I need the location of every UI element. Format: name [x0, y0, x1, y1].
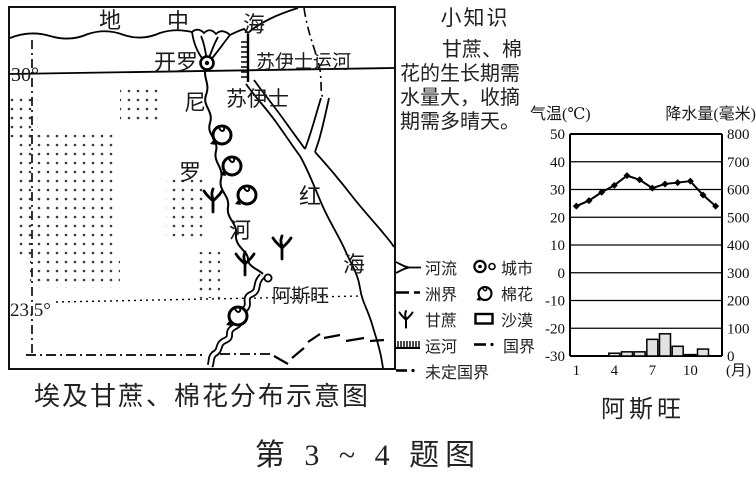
- label-sea-med-3: 海: [243, 12, 265, 37]
- continent-border-icon: [396, 291, 420, 294]
- label-aswan: 阿斯旺: [272, 285, 329, 307]
- svg-text:0: 0: [727, 349, 735, 365]
- svg-text:(月): (月): [726, 363, 751, 379]
- latitude-30-line: [10, 67, 394, 75]
- latitude-23-5-line: [55, 295, 361, 303]
- svg-text:1: 1: [573, 363, 581, 379]
- legend-row: 洲界 棉花: [394, 284, 562, 304]
- label-suez-canal: 苏伊士运河: [256, 51, 351, 73]
- svg-text:700: 700: [727, 155, 750, 171]
- precip-axis-title: 降水量(毫米): [665, 106, 756, 123]
- svg-text:50: 50: [550, 127, 565, 143]
- river-icon: [395, 261, 421, 274]
- svg-text:4: 4: [611, 363, 619, 379]
- label-lat-30: 30°: [11, 64, 39, 86]
- red-sea-coastline: [245, 79, 394, 368]
- label-red-sea-1: 红: [299, 184, 321, 209]
- aswan-city-marker: [263, 273, 273, 283]
- sugarcane-icon: [398, 309, 414, 329]
- note-line: 花的生长期需: [400, 63, 520, 85]
- legend-desert-label: 沙漠: [501, 312, 534, 330]
- label-suez-city: 苏伊士: [226, 87, 289, 111]
- note-line: 甘蔗、棉: [442, 39, 522, 61]
- label-red-sea-2: 海: [343, 252, 365, 277]
- legend-row: 未定国界: [394, 362, 562, 382]
- desert-dot-areas: [10, 88, 220, 298]
- svg-text:-30: -30: [545, 349, 565, 365]
- svg-text:10: 10: [550, 238, 565, 254]
- note-line: 水量大，收摘: [400, 87, 520, 109]
- note-line: 期需多晴天。: [400, 111, 520, 133]
- cotton-icon: [475, 285, 493, 302]
- svg-text:400: 400: [727, 238, 750, 254]
- svg-text:100: 100: [727, 321, 750, 337]
- canal-icon: [396, 341, 420, 349]
- legend-national-border-label: 国界: [503, 338, 536, 356]
- map-legend: 河流 城市 洲界 棉花: [394, 258, 562, 388]
- svg-text:300: 300: [727, 266, 750, 282]
- legend-sugarcane-label: 甘蔗: [425, 312, 458, 330]
- svg-text:30: 30: [550, 183, 565, 199]
- label-sea-med-1: 地: [99, 8, 121, 33]
- legend-row: 河流 城市: [394, 258, 562, 278]
- legend-undefined-border-label: 未定国界: [425, 364, 490, 382]
- svg-text:7: 7: [649, 363, 657, 379]
- label-sea-med-2: 中: [167, 9, 189, 34]
- legend-cotton-label: 棉花: [501, 286, 534, 304]
- temp-axis-title: 气温(℃): [530, 106, 591, 123]
- label-cairo: 开罗: [154, 50, 198, 75]
- map-labels: 地 中 海 开罗 苏伊士运河 苏伊士 尼 罗 河 红 海 阿斯旺 30° 23.…: [10, 8, 365, 321]
- svg-text:600: 600: [727, 183, 750, 199]
- undefined-border-line: [273, 333, 385, 365]
- map-caption: 埃及甘蔗、棉花分布示意图: [33, 382, 370, 411]
- legend-row: 运河 国界: [394, 336, 562, 356]
- svg-text:800: 800: [727, 127, 750, 143]
- egypt-map-drawing: 地 中 海 开罗 苏伊士运河 苏伊士 尼 罗 河 红 海 阿斯旺 30° 23.…: [10, 8, 394, 368]
- city-icon: [473, 259, 496, 274]
- legend-city-label: 城市: [501, 260, 534, 278]
- label-nile-3: 河: [229, 218, 251, 243]
- knowledge-note: 小知识 甘蔗、棉 花的生长期需 水量大，收摘 期需多晴天。: [400, 6, 550, 134]
- figure-caption: 第 3 ~ 4 题图: [254, 439, 482, 472]
- label-nile-1: 尼: [184, 90, 206, 115]
- svg-text:10: 10: [683, 363, 698, 379]
- svg-text:0: 0: [558, 266, 566, 282]
- desert-icon: [474, 312, 494, 325]
- suez-canal-line: [241, 34, 250, 82]
- svg-text:-20: -20: [545, 321, 565, 337]
- chart-caption: 阿斯旺: [601, 397, 685, 423]
- svg-text:20: 20: [550, 210, 565, 226]
- cairo-city-marker: [199, 55, 215, 71]
- undefined-border-icon: [396, 368, 415, 373]
- egypt-map: 地 中 海 开罗 苏伊士运河 苏伊士 尼 罗 河 红 海 阿斯旺 30° 23.…: [8, 6, 396, 370]
- label-lat-23-5: 23.5°: [10, 300, 51, 321]
- legend-row: 甘蔗 沙漠: [394, 309, 562, 330]
- south-border-line: [26, 333, 385, 365]
- national-border-icon: [474, 342, 494, 347]
- svg-text:500: 500: [727, 210, 750, 226]
- note-title: 小知识: [440, 6, 510, 30]
- legend-canal-label: 运河: [425, 338, 458, 356]
- svg-text:40: 40: [550, 155, 565, 171]
- label-nile-2: 罗: [179, 160, 201, 185]
- svg-text:-10: -10: [545, 294, 565, 310]
- legend-river-label: 河流: [425, 260, 458, 278]
- legend-continent-border-label: 洲界: [425, 286, 458, 304]
- svg-text:200: 200: [727, 294, 750, 310]
